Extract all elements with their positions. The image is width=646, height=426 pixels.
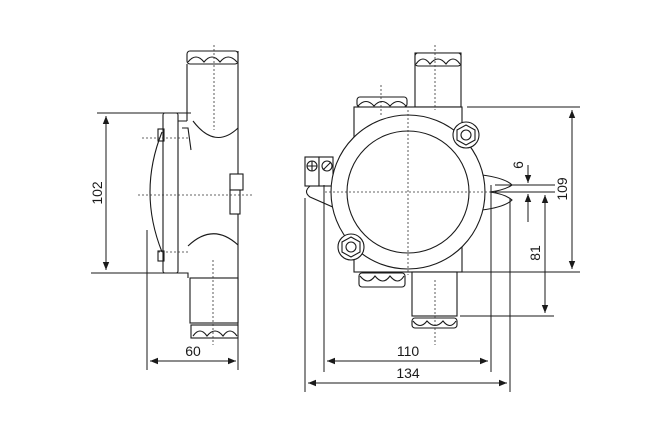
side-view: 102 60: [89, 45, 252, 370]
lower-cylinder-front: [411, 271, 458, 317]
height-81-label: 81: [527, 245, 543, 261]
gap-6-label: 6: [510, 161, 526, 169]
width-110-label: 110: [397, 343, 420, 359]
depth-60-label: 60: [185, 343, 201, 359]
width-134-label: 134: [396, 365, 420, 381]
top-right-nut: [452, 121, 480, 149]
flange-plate: [162, 112, 179, 274]
front-view: 109 81 6 110 134: [304, 45, 580, 392]
lower-cylinder: [189, 277, 239, 324]
bottom-left-nut: [337, 233, 365, 261]
height-102-label: 102: [89, 181, 105, 205]
dome-cover: [149, 131, 163, 253]
side-box: [229, 173, 244, 191]
height-109-label: 109: [554, 177, 570, 201]
